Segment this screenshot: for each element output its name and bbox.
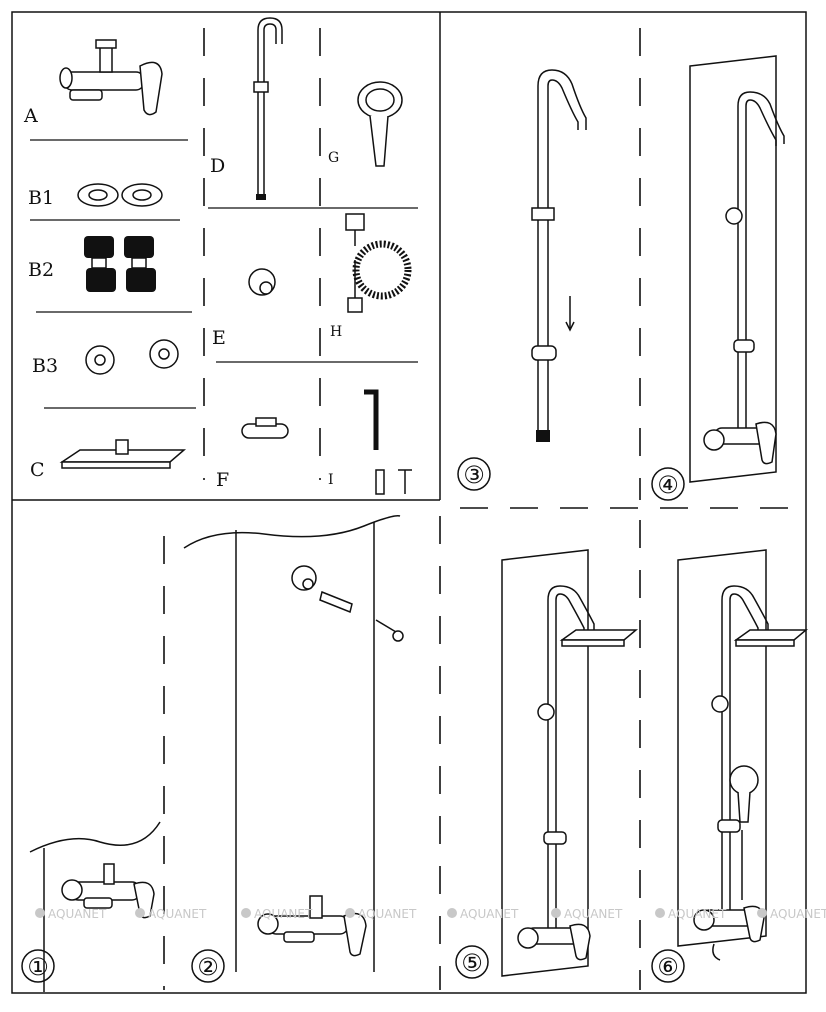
part-label-c: C [30,459,45,481]
watermark: AQUANET [770,907,826,921]
watermark: AQUANET [564,907,623,921]
step-3-diagram [531,69,587,442]
part-label-f: F [216,469,229,491]
step-label-3: ③ [463,461,485,489]
step-label-5: ⑤ [461,949,483,977]
step-badge-1 [21,949,55,983]
watermark: AQUANET [148,907,207,921]
step-label-6: ⑥ [657,953,679,981]
part-h-hose [345,213,412,313]
part-i-fixings [364,389,412,495]
step-badge-2 [191,949,225,983]
part-a-mixer [59,39,163,116]
part-label-b3: B3 [32,355,58,377]
watermark: AQUANET [358,907,417,921]
outer-frame [11,11,807,994]
part-label-h: H [330,324,342,340]
step-2-diagram [183,514,404,972]
part-c-shower-head [59,439,187,469]
part-label-g: G [328,150,339,166]
part-label-d: D [210,155,225,177]
part-label-a: A [23,105,38,127]
step-badge-4 [651,467,685,501]
step-badge-3 [457,457,491,491]
watermark-row: AQUANET AQUANET AQUANET AQUANET AQUANET … [35,907,826,921]
parts-panel: A B1 B2 B3 [23,17,418,495]
part-d-rail [253,17,283,200]
step-5-diagram [501,549,639,977]
step-label-2: ② [197,953,219,981]
part-b2-connectors [84,236,156,292]
part-label-e: E [212,327,226,349]
part-b3-escutcheons [85,339,179,375]
part-f-slider [241,417,289,439]
watermark: AQUANET [460,907,519,921]
part-label-i: I [328,472,334,488]
watermark: AQUANET [668,907,727,921]
step-label-4: ④ [657,471,679,499]
watermark: AQUANET [254,907,313,921]
step-badge-6 [651,949,685,983]
step-badge-5 [455,945,489,979]
part-label-b2: B2 [28,259,54,281]
watermark: AQUANET [48,907,107,921]
part-label-b1: B1 [28,187,54,209]
step-6-diagram [677,549,809,961]
part-b1-washers [77,183,163,207]
part-e-bracket [248,268,276,296]
step-4-diagram [689,55,785,483]
part-g-hand-shower [357,81,403,167]
step-label-1: ① [27,953,49,981]
